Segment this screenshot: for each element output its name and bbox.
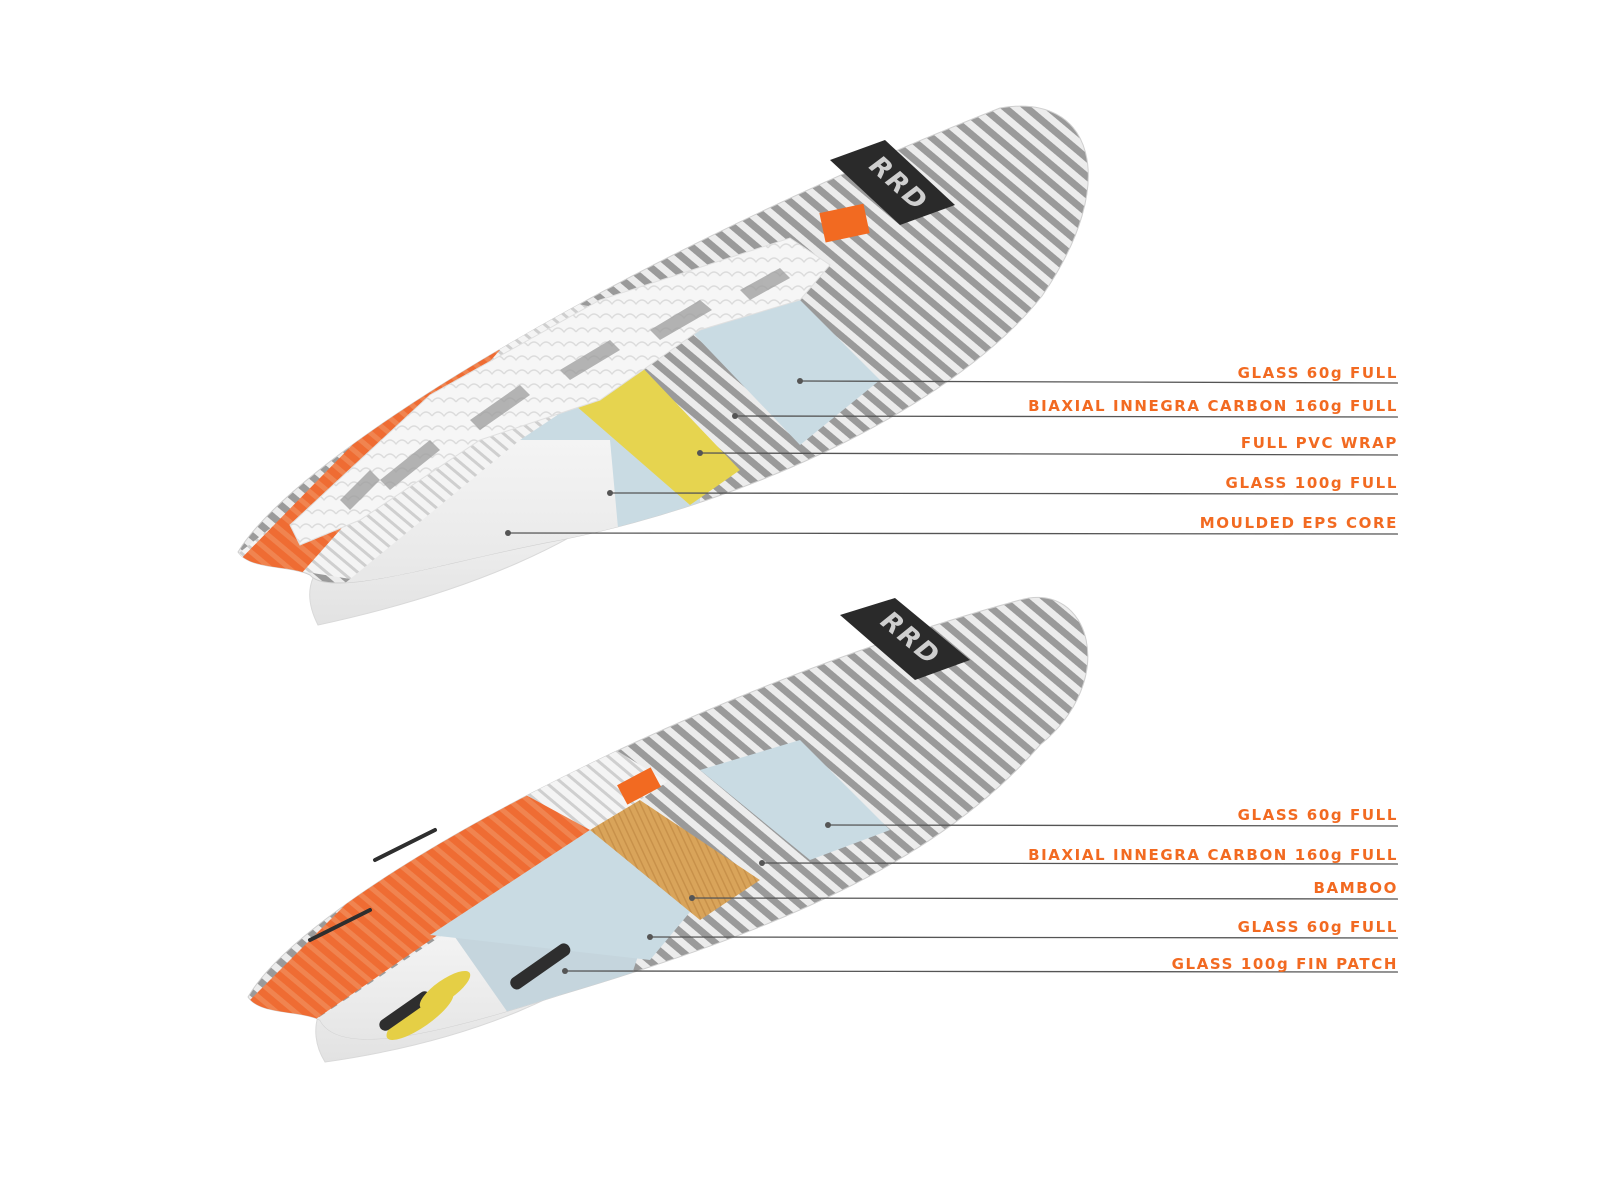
leader-dot	[732, 413, 738, 419]
bottom-orange-label-sticker	[617, 767, 661, 805]
bottom-callout: BIAXIAL INNEGRA CARBON 160g FULL	[759, 846, 1399, 866]
glass-60g-layer	[690, 290, 880, 445]
callout-label: GLASS 60g FULL	[1238, 806, 1398, 824]
bottom-callout: BAMBOO	[689, 879, 1399, 901]
callout-label: BIAXIAL INNEGRA CARBON 160g FULL	[1028, 397, 1398, 415]
deck-callout: BIAXIAL INNEGRA CARBON 160g FULL	[732, 397, 1399, 419]
leader-dot	[697, 450, 703, 456]
callout-label: MOULDED EPS CORE	[1200, 514, 1398, 532]
callout-label: GLASS 60g FULL	[1238, 364, 1398, 382]
leader-line	[827, 824, 1399, 827]
leader-dot	[797, 378, 803, 384]
bottom-callout: GLASS 60g FULL	[825, 806, 1399, 828]
deck-callouts: GLASS 60g FULL BIAXIAL INNEGRA CARBON 160…	[505, 364, 1399, 536]
deck-callout: FULL PVC WRAP	[697, 434, 1399, 456]
bottom-callout: GLASS 100g FIN PATCH	[562, 955, 1399, 974]
bottom-callouts: GLASS 60g FULL BIAXIAL INNEGRA CARBON 160…	[562, 806, 1399, 974]
leader-line	[609, 492, 1399, 495]
leader-dot	[562, 968, 568, 974]
leader-line	[507, 532, 1399, 535]
bottom-board: RRD	[247, 597, 1089, 1063]
bottom-callout: GLASS 60g FULL	[647, 918, 1399, 940]
leader-line	[691, 897, 1399, 900]
eps-core-layer	[300, 440, 620, 583]
leader-dot	[689, 895, 695, 901]
deck-board: RRD	[237, 105, 1089, 626]
orange-label-sticker	[819, 203, 870, 243]
leader-dot	[607, 490, 613, 496]
fin-boxes	[308, 828, 571, 1040]
deck-callout: MOULDED EPS CORE	[505, 514, 1399, 536]
bamboo-layer	[590, 800, 760, 920]
leader-dot	[647, 934, 653, 940]
callout-label: BIAXIAL INNEGRA CARBON 160g FULL	[1028, 846, 1398, 864]
leader-dot	[759, 860, 765, 866]
callout-label: GLASS 100g FIN PATCH	[1172, 955, 1398, 973]
callout-label: FULL PVC WRAP	[1241, 434, 1398, 452]
deck-callout: GLASS 100g FULL	[607, 474, 1399, 496]
orange-rail-panel	[248, 770, 590, 1030]
callout-label: GLASS 60g FULL	[1238, 918, 1398, 936]
leader-dot	[505, 530, 511, 536]
leader-line	[761, 862, 1399, 865]
leader-dot	[825, 822, 831, 828]
leader-line	[649, 936, 1399, 939]
leader-line	[564, 970, 1399, 973]
glass-60g-outer-layer	[700, 740, 890, 860]
callout-label: GLASS 100g FULL	[1226, 474, 1398, 492]
deck-callout: GLASS 60g FULL	[797, 364, 1399, 384]
leader-line	[799, 380, 1399, 384]
leader-line	[734, 415, 1399, 418]
leader-line	[699, 452, 1399, 456]
pvc-wrap-layer	[575, 365, 740, 505]
callout-label: BAMBOO	[1313, 879, 1398, 897]
